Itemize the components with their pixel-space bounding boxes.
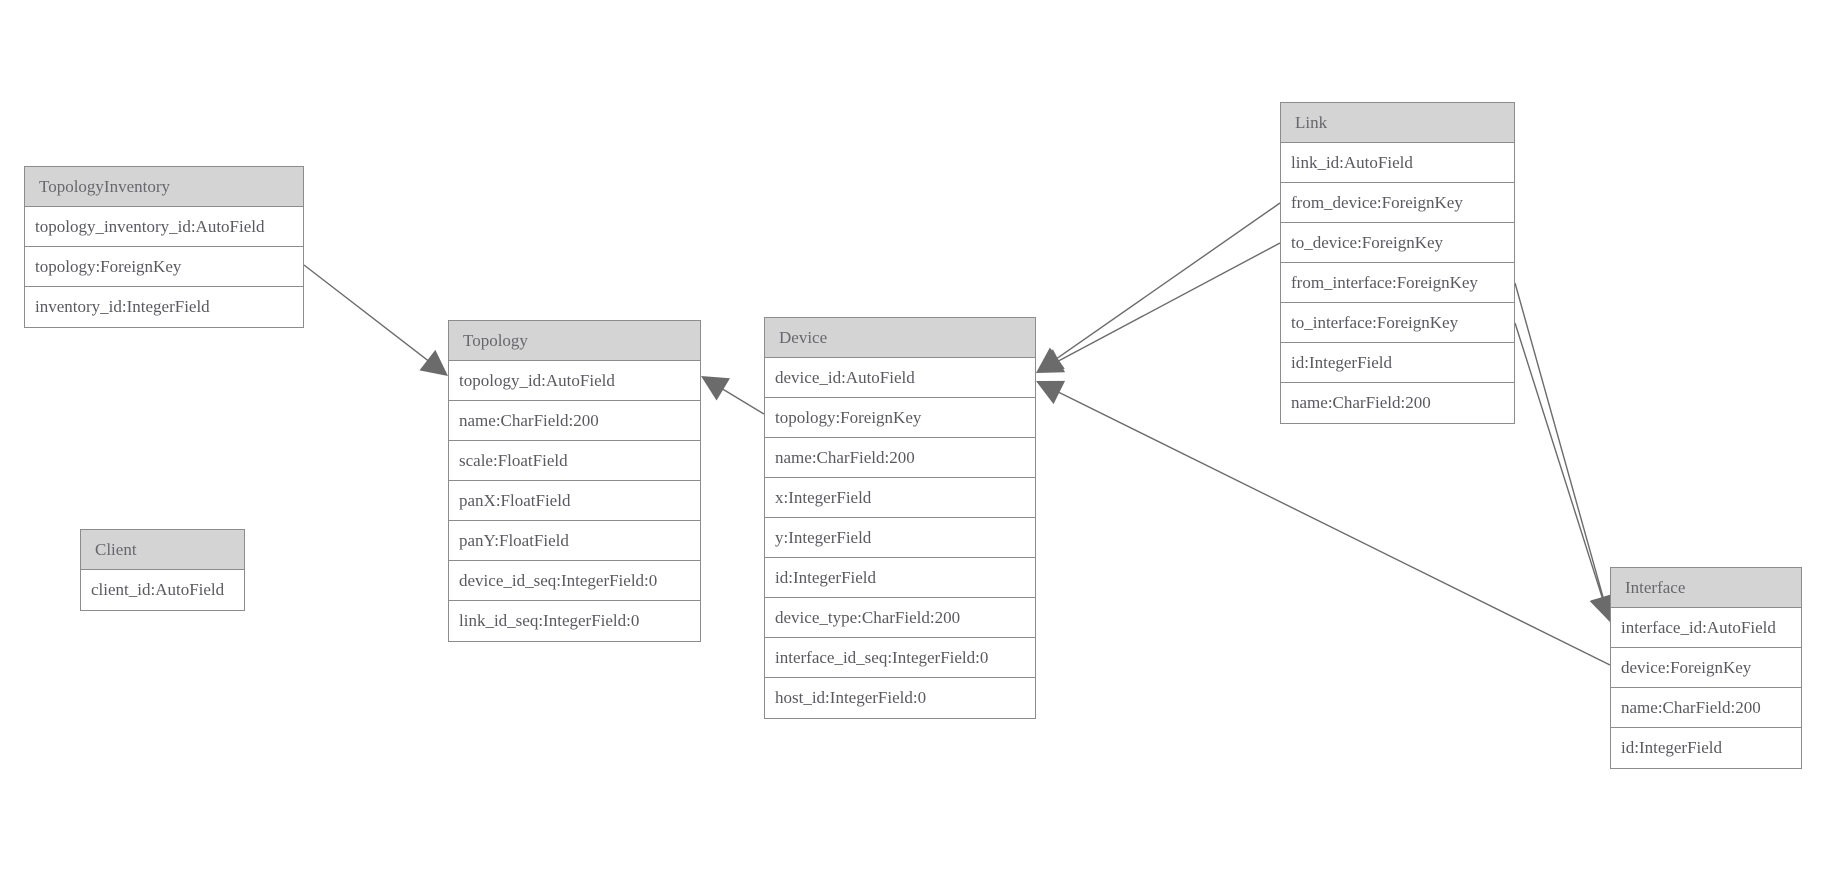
entity-field-row[interactable]: scale:FloatField (449, 441, 700, 481)
entity-field-row[interactable]: name:CharField:200 (449, 401, 700, 441)
relationship-arrowhead (1036, 380, 1066, 405)
entity-field-row[interactable]: panX:FloatField (449, 481, 700, 521)
entity-field-row[interactable]: to_device:ForeignKey (1281, 223, 1514, 263)
relationship-arrowhead (701, 376, 730, 401)
relationship-link-from_device-device (1036, 202, 1281, 373)
entity-title-link: Link (1281, 103, 1514, 143)
relationship-line (1053, 202, 1281, 361)
entity-field-row[interactable]: client_id:AutoField (91, 580, 225, 599)
relationship-device-topology (701, 376, 765, 415)
entity-field-row[interactable]: id:IntegerField (1281, 343, 1514, 383)
entity-field-row[interactable]: host_id:IntegerField:0 (775, 688, 927, 707)
entity-fields-client: client_id:AutoField (81, 570, 244, 610)
entity-field-row[interactable]: inventory_id:IntegerField (35, 297, 210, 316)
entity-field-row[interactable]: from_interface:ForeignKey (1281, 263, 1514, 303)
entity-field-row[interactable]: panY:FloatField (449, 521, 700, 561)
entity-field-row[interactable]: interface_id:AutoField (1611, 608, 1801, 648)
entity-title-topology_inventory: TopologyInventory (25, 167, 303, 207)
relationship-arrowhead (1036, 347, 1065, 373)
relationship-link-to_device-device (1036, 242, 1281, 373)
entity-field-row[interactable]: name:CharField:200 (765, 438, 1035, 478)
relationship-link-to_interface-interface (1514, 322, 1615, 622)
relationship-line (1055, 242, 1281, 364)
relationship-line (303, 264, 432, 364)
relationship-line (1055, 390, 1611, 666)
relationship-arrowhead (1036, 349, 1066, 373)
entity-field-row[interactable]: from_device:ForeignKey (1281, 183, 1514, 223)
entity-field-row[interactable]: id:IntegerField (765, 558, 1035, 598)
relationship-link-from_interface-interface (1514, 282, 1616, 622)
relationship-arrowhead (419, 349, 448, 376)
entity-title-client: Client (81, 530, 244, 570)
entity-field-row[interactable]: topology_id:AutoField (449, 361, 700, 401)
entity-field-row[interactable]: x:IntegerField (765, 478, 1035, 518)
entity-field-row[interactable]: topology:ForeignKey (765, 398, 1035, 438)
entity-field-row[interactable]: interface_id_seq:IntegerField:0 (765, 638, 1035, 678)
entity-field-row[interactable]: to_interface:ForeignKey (1281, 303, 1514, 343)
entity-title-device: Device (765, 318, 1035, 358)
entity-field-row[interactable]: link_id:AutoField (1281, 143, 1514, 183)
relationship-line (1514, 282, 1605, 602)
entity-field-row[interactable]: name:CharField:200 (1291, 393, 1431, 412)
entity-field-row[interactable]: y:IntegerField (765, 518, 1035, 558)
entity-title-topology: Topology (449, 321, 700, 361)
relationship-topologyinventory-topology (303, 264, 448, 376)
entity-field-row[interactable]: device_type:CharField:200 (765, 598, 1035, 638)
entity-field-row[interactable]: topology:ForeignKey (25, 247, 303, 287)
relationship-line (719, 386, 765, 415)
entity-title-interface: Interface (1611, 568, 1801, 608)
relationship-line (1514, 322, 1605, 602)
entity-field-row[interactable]: link_id_seq:IntegerField:0 (459, 611, 640, 630)
entity-field-row[interactable]: id:IntegerField (1621, 738, 1723, 757)
entity-field-row[interactable]: device_id_seq:IntegerField:0 (449, 561, 700, 601)
entity-field-row[interactable]: topology_inventory_id:AutoField (25, 207, 303, 247)
entity-client[interactable]: Client client_id:AutoField (80, 529, 245, 611)
entity-field-row[interactable]: name:CharField:200 (1611, 688, 1801, 728)
entity-field-row[interactable]: device_id:AutoField (765, 358, 1035, 398)
entity-field-row[interactable]: device:ForeignKey (1611, 648, 1801, 688)
